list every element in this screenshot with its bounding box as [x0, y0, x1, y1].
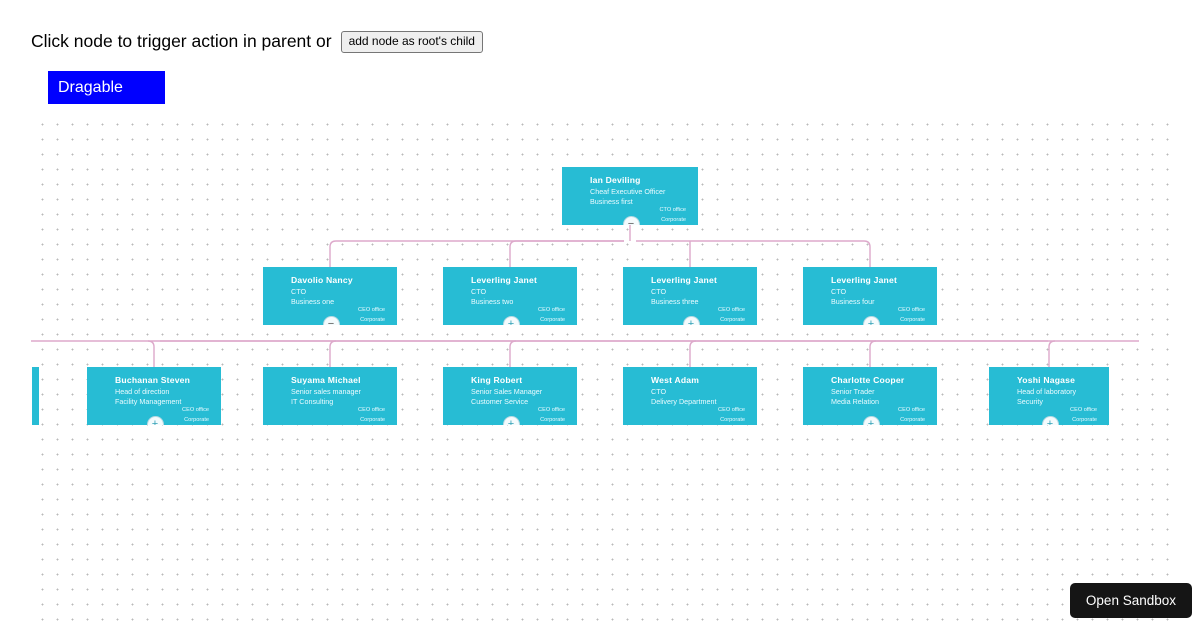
expand-toggle-icon[interactable]: + — [682, 315, 700, 325]
node-office: CEO office — [538, 407, 565, 413]
node-title: CTO — [651, 387, 667, 396]
node-office: CEO office — [1070, 407, 1097, 413]
node-name: West Adam — [651, 375, 700, 385]
node-office: CEO office — [718, 407, 745, 413]
node-name: Leverling Janet — [831, 275, 898, 285]
node-department: IT Consulting — [291, 397, 334, 406]
node-title: CTO — [291, 287, 307, 296]
node-name: Buchanan Steven — [115, 375, 191, 385]
node-title: Senior Trader — [831, 387, 875, 396]
node-department: Business two — [471, 297, 514, 306]
node-name: Ian Deviling — [590, 175, 641, 185]
node-department: Security — [1017, 397, 1043, 406]
node-group: Corporate — [360, 417, 385, 423]
node-title: Senior Sales Manager — [471, 387, 543, 396]
node-office: CEO office — [182, 407, 209, 413]
node-office: CEO office — [898, 307, 925, 313]
node-partial-offscreen[interactable] — [32, 367, 39, 425]
expand-toggle-icon[interactable]: + — [502, 315, 520, 325]
toolbar: Click node to trigger action in parent o… — [0, 0, 1200, 110]
node-department: Business first — [590, 197, 633, 206]
node-department: Delivery Department — [651, 397, 717, 406]
node-name: Yoshi Nagase — [1017, 375, 1076, 385]
node-title: CTO — [651, 287, 667, 296]
node-office: CEO office — [718, 307, 745, 313]
node-office: CEO office — [538, 307, 565, 313]
node-group: Corporate — [720, 417, 745, 423]
node-group: Corporate — [540, 317, 565, 323]
node-name: Charlotte Cooper — [831, 375, 905, 385]
node-group: Corporate — [900, 317, 925, 323]
node-name: King Robert — [471, 375, 523, 385]
prompt-row: Click node to trigger action in parent o… — [31, 31, 483, 54]
node-office: CEO office — [898, 407, 925, 413]
node-name: Leverling Janet — [651, 275, 718, 285]
node-group: Corporate — [360, 317, 385, 323]
instruction-text: Click node to trigger action in parent o… — [31, 31, 332, 52]
node-office: CTO office — [659, 207, 686, 213]
expand-toggle-icon[interactable]: + — [862, 315, 880, 325]
node-department: Business four — [831, 297, 875, 306]
node-title: Head of direction — [115, 387, 170, 396]
collapse-toggle-icon[interactable]: − — [322, 315, 340, 325]
expand-toggle-icon[interactable]: + — [502, 415, 520, 425]
expand-toggle-icon[interactable]: + — [146, 415, 164, 425]
node-department: Facility Management — [115, 397, 182, 406]
node-title: CTO — [831, 287, 847, 296]
node-title: Cheaf Executive Officer — [590, 187, 666, 196]
open-sandbox-button[interactable]: Open Sandbox — [1069, 583, 1192, 618]
node-group: Corporate — [540, 417, 565, 423]
node-title: CTO — [471, 287, 487, 296]
node-department: Media Relation — [831, 397, 879, 406]
node-name: Davolio Nancy — [291, 275, 353, 285]
node-group: Corporate — [661, 217, 686, 223]
expand-toggle-icon[interactable]: + — [862, 415, 880, 425]
node-group: Corporate — [184, 417, 209, 423]
node-department: Business one — [291, 297, 335, 306]
node-group: Corporate — [720, 317, 745, 323]
expand-toggle-icon[interactable]: + — [1041, 415, 1059, 425]
add-node-as-root-child-button[interactable]: add node as root's child — [340, 31, 483, 54]
dragable-handle[interactable]: Dragable — [48, 71, 165, 104]
node-group: Corporate — [1072, 417, 1097, 423]
node-office: CEO office — [358, 307, 385, 313]
node-office: CEO office — [358, 407, 385, 413]
node-department: Customer Service — [471, 397, 529, 406]
node-department: Business three — [651, 297, 699, 306]
node-name: Suyama Michael — [291, 375, 361, 385]
node-title: Head of laboratory — [1017, 387, 1077, 396]
collapse-toggle-icon[interactable]: − — [622, 215, 640, 225]
node-name: Leverling Janet — [471, 275, 538, 285]
node-title: Senior sales manager — [291, 387, 361, 396]
node-group: Corporate — [900, 417, 925, 423]
